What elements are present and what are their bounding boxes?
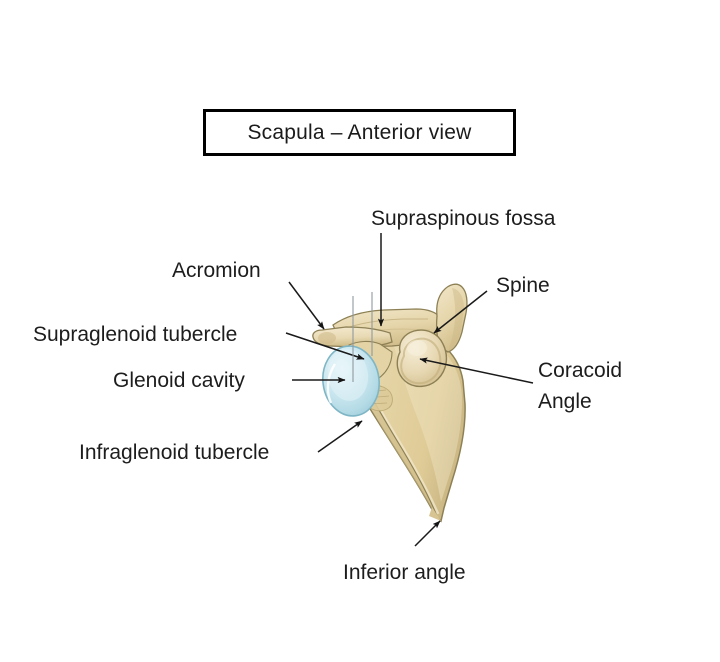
label-infraglenoid-tubercle: Infraglenoid tubercle <box>79 441 270 464</box>
glenoid-cavity-rim <box>326 363 337 404</box>
acromion-tip-shadow <box>318 332 336 344</box>
leader-spine <box>433 290 488 334</box>
glenoid-cavity-inner <box>327 349 369 401</box>
coracoid-inner-shadow <box>400 337 442 385</box>
scapula-bone <box>312 283 468 523</box>
spine-shading <box>448 288 464 351</box>
label-supraspinous-fossa: Supraspinous fossa <box>371 207 556 230</box>
figure-title: Scapula – Anterior view <box>247 120 472 144</box>
leader-coracoid <box>419 357 534 384</box>
leader-supraglenoid-tubercle <box>285 332 365 360</box>
label-spine: Spine <box>496 274 550 297</box>
label-glenoid-cavity: Glenoid cavity <box>113 369 245 392</box>
label-supraglenoid-tubercle: Supraglenoid tubercle <box>33 323 238 346</box>
leader-inferior-angle <box>414 520 441 547</box>
label-acromion: Acromion <box>172 259 261 282</box>
leader-infraglenoid-tubercle <box>317 420 363 453</box>
inferior-angle-tip <box>429 507 441 521</box>
coracoid-highlight <box>407 340 427 356</box>
guide-lines <box>352 292 373 382</box>
leader-lines <box>285 233 534 547</box>
label-coracoid: Coracoid <box>538 359 623 382</box>
figure-title-box: Scapula – Anterior view <box>203 109 516 156</box>
label-angle: Angle <box>538 390 592 413</box>
label-inferior-angle: Inferior angle <box>343 561 466 584</box>
leader-acromion <box>288 281 325 330</box>
